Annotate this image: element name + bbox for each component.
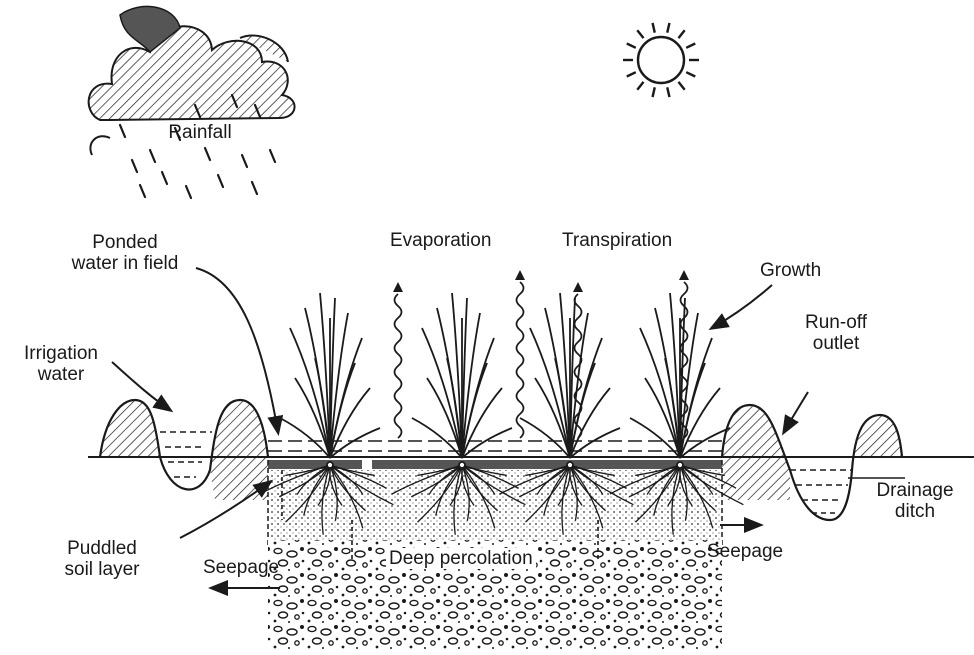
sun-icon bbox=[623, 23, 699, 97]
drainage-ditch-label: Drainage ditch bbox=[860, 480, 970, 522]
irrigation-water-label-line1: Irrigation bbox=[6, 343, 116, 364]
irrigation-channel bbox=[100, 400, 268, 500]
puddled-soil-label-line1: Puddled bbox=[32, 538, 172, 559]
runoff-outlet-label-line2: outlet bbox=[786, 333, 886, 354]
growth-label: Growth bbox=[760, 260, 821, 281]
ponded-water-label: Ponded water in field bbox=[40, 232, 210, 274]
evaporation-label: Evaporation bbox=[390, 230, 491, 251]
drainage-ditch-label-line1: Drainage bbox=[860, 480, 970, 501]
deep-percolation-label: Deep percolation bbox=[386, 548, 536, 569]
ponded-water-label-line2: water in field bbox=[40, 253, 210, 274]
irrigation-water-label-line2: water bbox=[6, 364, 116, 385]
drainage-ditch-label-line2: ditch bbox=[860, 501, 970, 522]
puddled-soil-label: Puddled soil layer bbox=[32, 538, 172, 580]
runoff-outlet-label-line1: Run-off bbox=[786, 312, 886, 333]
rainfall-label: Rainfall bbox=[150, 122, 250, 143]
irrigation-water-label: Irrigation water bbox=[6, 343, 116, 385]
runoff-outlet-label: Run-off outlet bbox=[786, 312, 886, 354]
puddled-soil-label-line2: soil layer bbox=[32, 559, 172, 580]
rain-cloud-icon bbox=[89, 6, 295, 198]
seepage-right-label: Seepage bbox=[707, 541, 783, 562]
ponded-water-label-line1: Ponded bbox=[40, 232, 210, 253]
seepage-left-label: Seepage bbox=[203, 557, 279, 578]
transpiration-label: Transpiration bbox=[562, 230, 672, 251]
